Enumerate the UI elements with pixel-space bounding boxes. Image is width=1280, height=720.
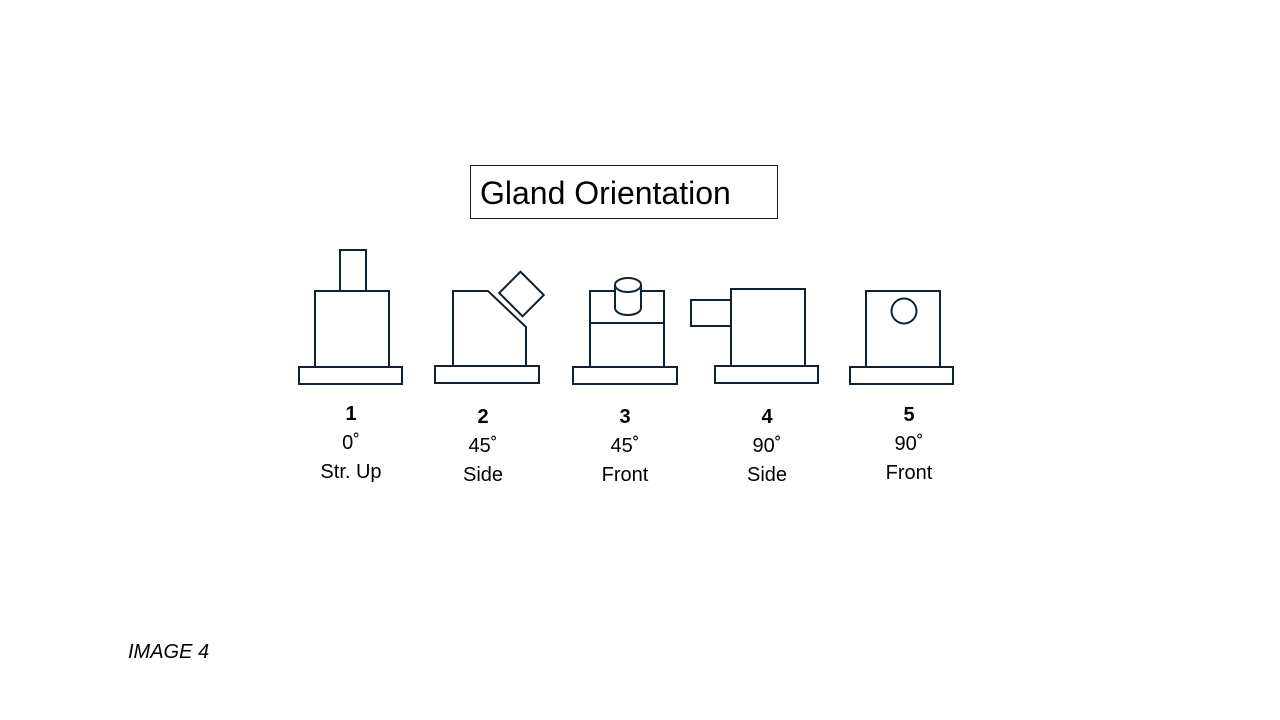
caption-5-angle: 90˚ [894,433,924,455]
figure-4-gland [690,299,732,327]
caption-1-number: 1 [345,403,357,425]
figure-5-body [865,290,941,368]
figure-1-base [298,366,403,385]
figure-1-gland [339,249,367,292]
figure-1-straight-up [298,249,403,385]
caption-1-label: Str. Up [320,461,382,483]
caption-3-label: Front [601,464,649,486]
figure-3-gland-top [614,277,642,293]
figure-4-base [714,365,819,384]
figure-5-gland [890,297,918,325]
caption-4-number: 4 [761,406,773,428]
caption-4-angle: 90˚ [752,435,782,457]
caption-5-label: Front [885,462,933,484]
caption-2-number: 2 [477,406,489,428]
caption-3-angle: 45˚ [610,435,640,457]
caption-5-number: 5 [903,404,915,426]
caption-2: 2 45˚ Side [423,403,543,490]
figure-2-45-side [434,270,546,384]
figure-5-90-front [849,290,954,385]
caption-2-label: Side [462,464,504,486]
diagram-title: Gland Orientation [480,175,731,211]
figure-1-body [314,290,390,368]
caption-4-label: Side [746,464,788,486]
caption-3-number: 3 [619,406,631,428]
caption-3: 3 45˚ Front [565,403,685,490]
caption-1-angle: 0˚ [342,432,360,454]
figure-2-body [452,290,527,367]
image-label: IMAGE 4 [128,641,210,663]
caption-5: 5 90˚ Front [849,401,969,488]
title-box: Gland Orientation [470,165,778,219]
figure-3-gland-side [614,285,642,316]
figure-3-45-front [572,277,678,385]
figure-4-90-side [690,288,819,384]
figure-2-gland [497,270,546,318]
caption-1: 1 0˚ Str. Up [291,400,411,487]
figure-2-base [434,365,540,384]
figure-4-body [730,288,806,367]
figure-5-base [849,366,954,385]
figure-3-base [572,366,678,385]
caption-2-angle: 45˚ [468,435,498,457]
caption-4: 4 90˚ Side [707,403,827,490]
